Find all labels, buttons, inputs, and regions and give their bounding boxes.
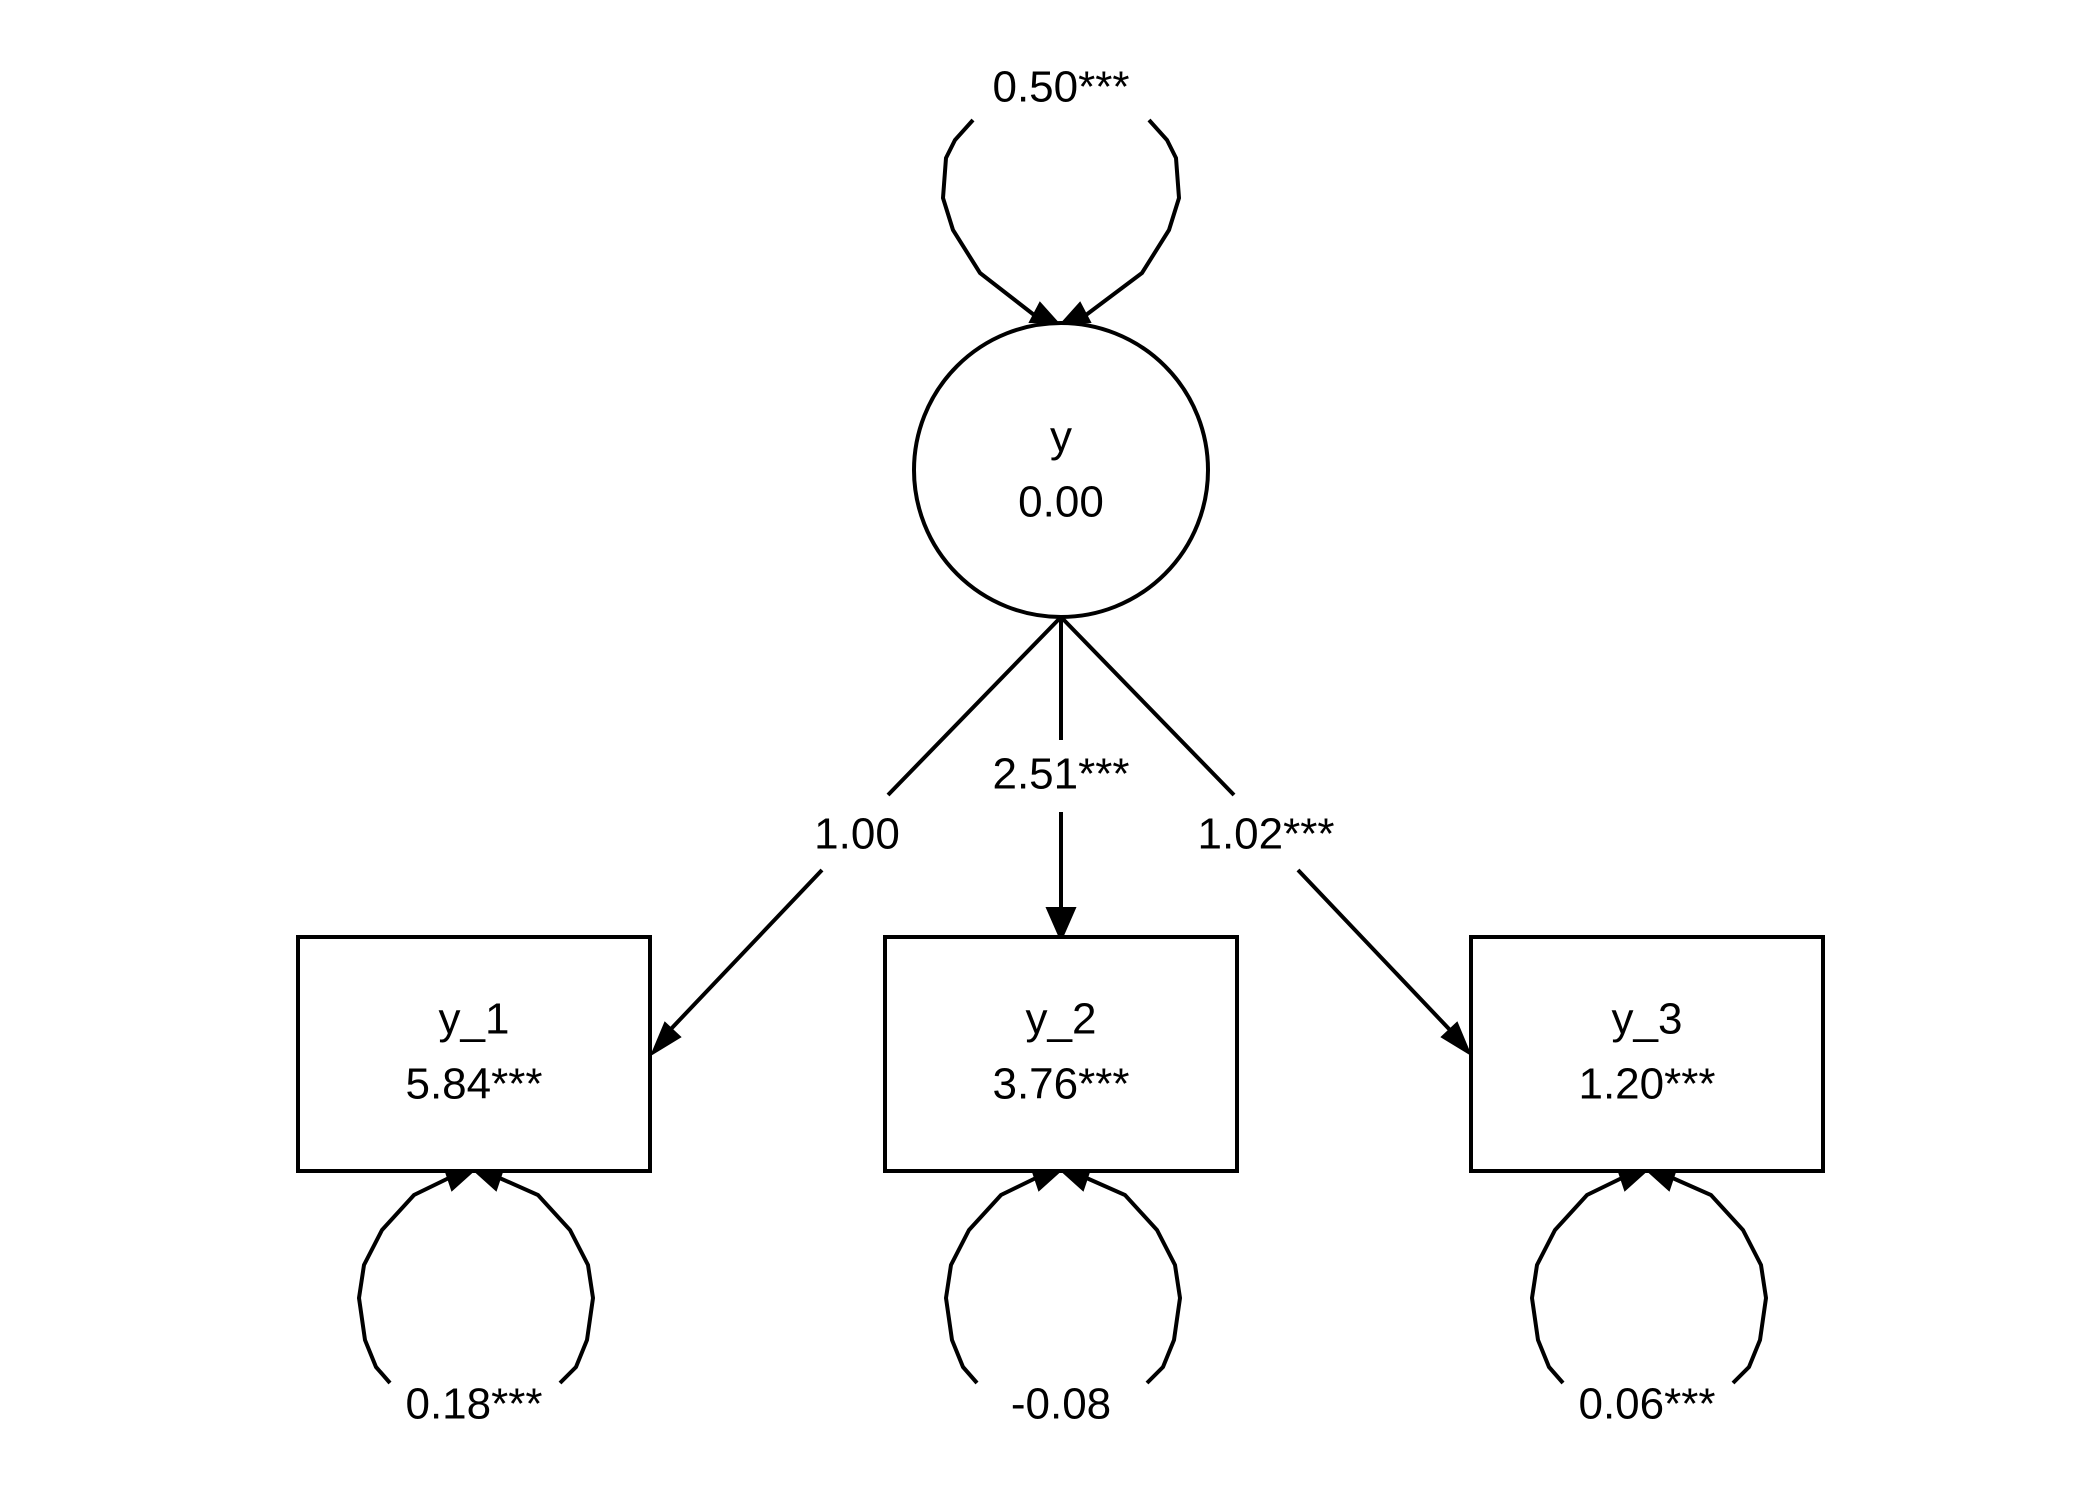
residual-loop-y1: 0.18***: [356, 1171, 596, 1429]
latent-variance-arrowhead-right: [1059, 301, 1092, 325]
loading-label-y2: 2.51***: [992, 750, 1129, 799]
indicator-box-y3: [1469, 935, 1825, 1173]
indicator-box-y1: [296, 935, 652, 1173]
loading-arrowhead-y2: [1045, 907, 1077, 943]
loading-edge-y3: 1.02***: [1059, 615, 1473, 1057]
residual-label-y2: -0.08: [1011, 1380, 1111, 1429]
loading-arrowhead-y3: [1440, 1021, 1473, 1057]
residual-loop-y3: 0.06***: [1529, 1171, 1769, 1429]
latent-variance-loop: 0.50***: [940, 63, 1182, 325]
loading-edge-y1: 1.00: [649, 615, 1063, 1057]
residual-arrowhead-y2-right: [1060, 1171, 1091, 1192]
residual-arrowhead-y1-left: [444, 1171, 475, 1192]
residual-loop-y2: -0.08: [943, 1171, 1183, 1429]
loading-edge-y2: 2.51***: [992, 617, 1130, 943]
residual-label-y1: 0.18***: [405, 1380, 542, 1429]
residual-arrowhead-y3-right: [1646, 1171, 1677, 1192]
indicator-name-y1: y_1: [439, 995, 510, 1044]
residual-arrowhead-y2-left: [1031, 1171, 1062, 1192]
latent-variance-label: 0.50***: [992, 63, 1129, 112]
indicator-value-y1: 5.84***: [405, 1060, 542, 1109]
indicator-name-y2: y_2: [1026, 995, 1097, 1044]
indicator-name-y3: y_3: [1612, 995, 1683, 1044]
latent-circle: [912, 321, 1210, 619]
latent-name: y: [1050, 413, 1072, 462]
loading-label-y3: 1.02***: [1197, 810, 1334, 859]
residual-arrowhead-y3-left: [1617, 1171, 1648, 1192]
latent-node: y 0.00: [912, 321, 1210, 619]
latent-variance-arrowhead-left: [1028, 301, 1061, 325]
indicator-value-y3: 1.20***: [1578, 1060, 1715, 1109]
loading-label-y1: 1.00: [814, 810, 900, 859]
indicator-box-y2: [883, 935, 1239, 1173]
indicator-node-y2: y_2 3.76***: [883, 935, 1239, 1173]
indicator-node-y1: y_1 5.84***: [296, 935, 652, 1173]
residual-arrowhead-y1-right: [473, 1171, 504, 1192]
loading-arrowhead-y1: [649, 1021, 682, 1057]
latent-value: 0.00: [1018, 478, 1104, 527]
indicator-node-y3: y_3 1.20***: [1469, 935, 1825, 1173]
indicator-value-y2: 3.76***: [992, 1060, 1129, 1109]
residual-label-y3: 0.06***: [1578, 1380, 1715, 1429]
